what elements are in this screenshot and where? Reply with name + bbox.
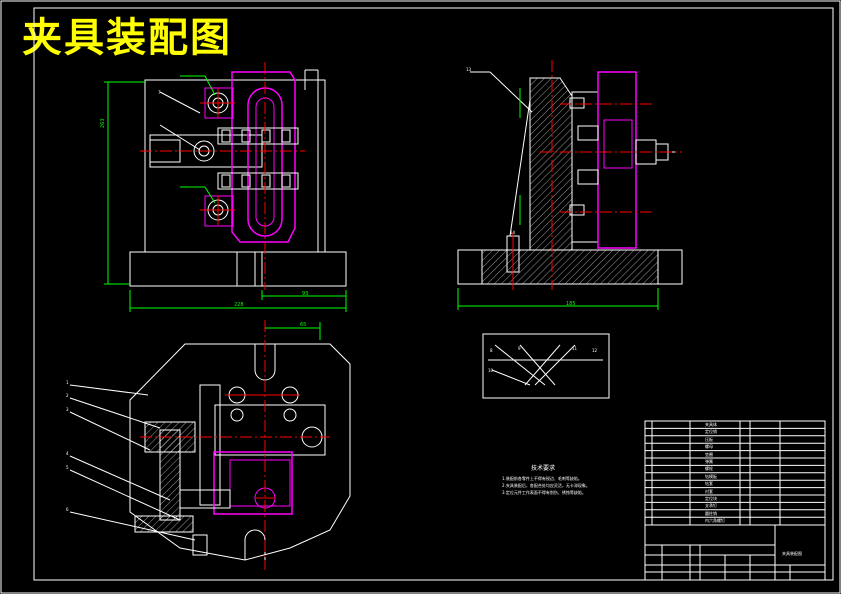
title-block: [644, 524, 826, 581]
parts-list-name: 钻模板: [705, 473, 717, 479]
parts-list-name: 压板: [705, 436, 713, 442]
balloon: 1: [66, 380, 69, 385]
title-block-drawing-name: 夹具装配图: [782, 550, 802, 556]
parts-list-name: 定位销: [705, 428, 717, 434]
dimension-front-height: 263: [100, 118, 106, 128]
balloon: 13: [466, 67, 472, 72]
inner-frame: [33, 7, 834, 581]
dimension-side-width: 185: [566, 301, 576, 307]
parts-list-name: 定位块: [705, 495, 717, 501]
parts-list-name: 螺栓: [705, 465, 713, 471]
dimension-plan-width: 65: [300, 322, 306, 328]
part-balloons: 1 2 3 4 5 6 7 8 9 10 11 12 13 14: [66, 67, 598, 512]
parts-list-name: 钻套: [705, 480, 713, 486]
parts-list-name: 支承钉: [705, 502, 717, 508]
balloon: 6: [66, 507, 69, 512]
parts-list-name: 弹簧: [705, 458, 713, 464]
parts-list-name: 螺母: [705, 443, 713, 449]
technical-requirement-item: 2.夹具装配后，各配合处均应灵活，无卡滞现象。: [502, 483, 590, 488]
front-view: [129, 62, 347, 290]
parts-list-names: 夹具体 定位销 压板 螺母 垫圈 弹簧 螺栓 钻模板 钻套 衬套 定位块 支承钉…: [705, 421, 725, 523]
balloon: 5: [66, 465, 69, 470]
technical-requirements-title: 技术要求: [531, 465, 556, 472]
detail-view: [482, 333, 610, 399]
parts-list: [644, 420, 826, 526]
balloon: 12: [592, 348, 598, 353]
balloon: 10: [488, 368, 494, 373]
parts-list-name: 圆柱销: [705, 510, 717, 516]
balloon: 11: [572, 346, 578, 351]
balloon: 4: [66, 451, 69, 456]
dimension-front-width: 228: [234, 302, 244, 308]
parts-list-name: 夹具体: [705, 421, 717, 427]
balloon: 9: [518, 346, 521, 351]
technical-requirement-item: 1.装配前各零件上不得有锐边、毛刺等缺陷。: [502, 476, 582, 481]
parts-list-name: 衬套: [705, 488, 713, 494]
balloon: 14: [510, 230, 516, 235]
balloon: 8: [490, 348, 493, 353]
drawing-title: 夹具装配图: [22, 15, 232, 61]
balloon: 7: [158, 90, 161, 95]
plan-view: [69, 320, 351, 570]
dimension-front-half: 93: [302, 291, 308, 297]
side-view: [457, 60, 683, 310]
front-view-dimensions: [104, 81, 347, 312]
balloon: 3: [66, 407, 69, 412]
parts-list-name: 内六角螺钉: [705, 517, 725, 523]
balloon: 2: [66, 393, 69, 398]
parts-list-name: 垫圈: [705, 451, 713, 457]
technical-requirement-item: 3.定位元件工作表面不得有划伤、锈蚀等缺陷。: [502, 490, 586, 495]
